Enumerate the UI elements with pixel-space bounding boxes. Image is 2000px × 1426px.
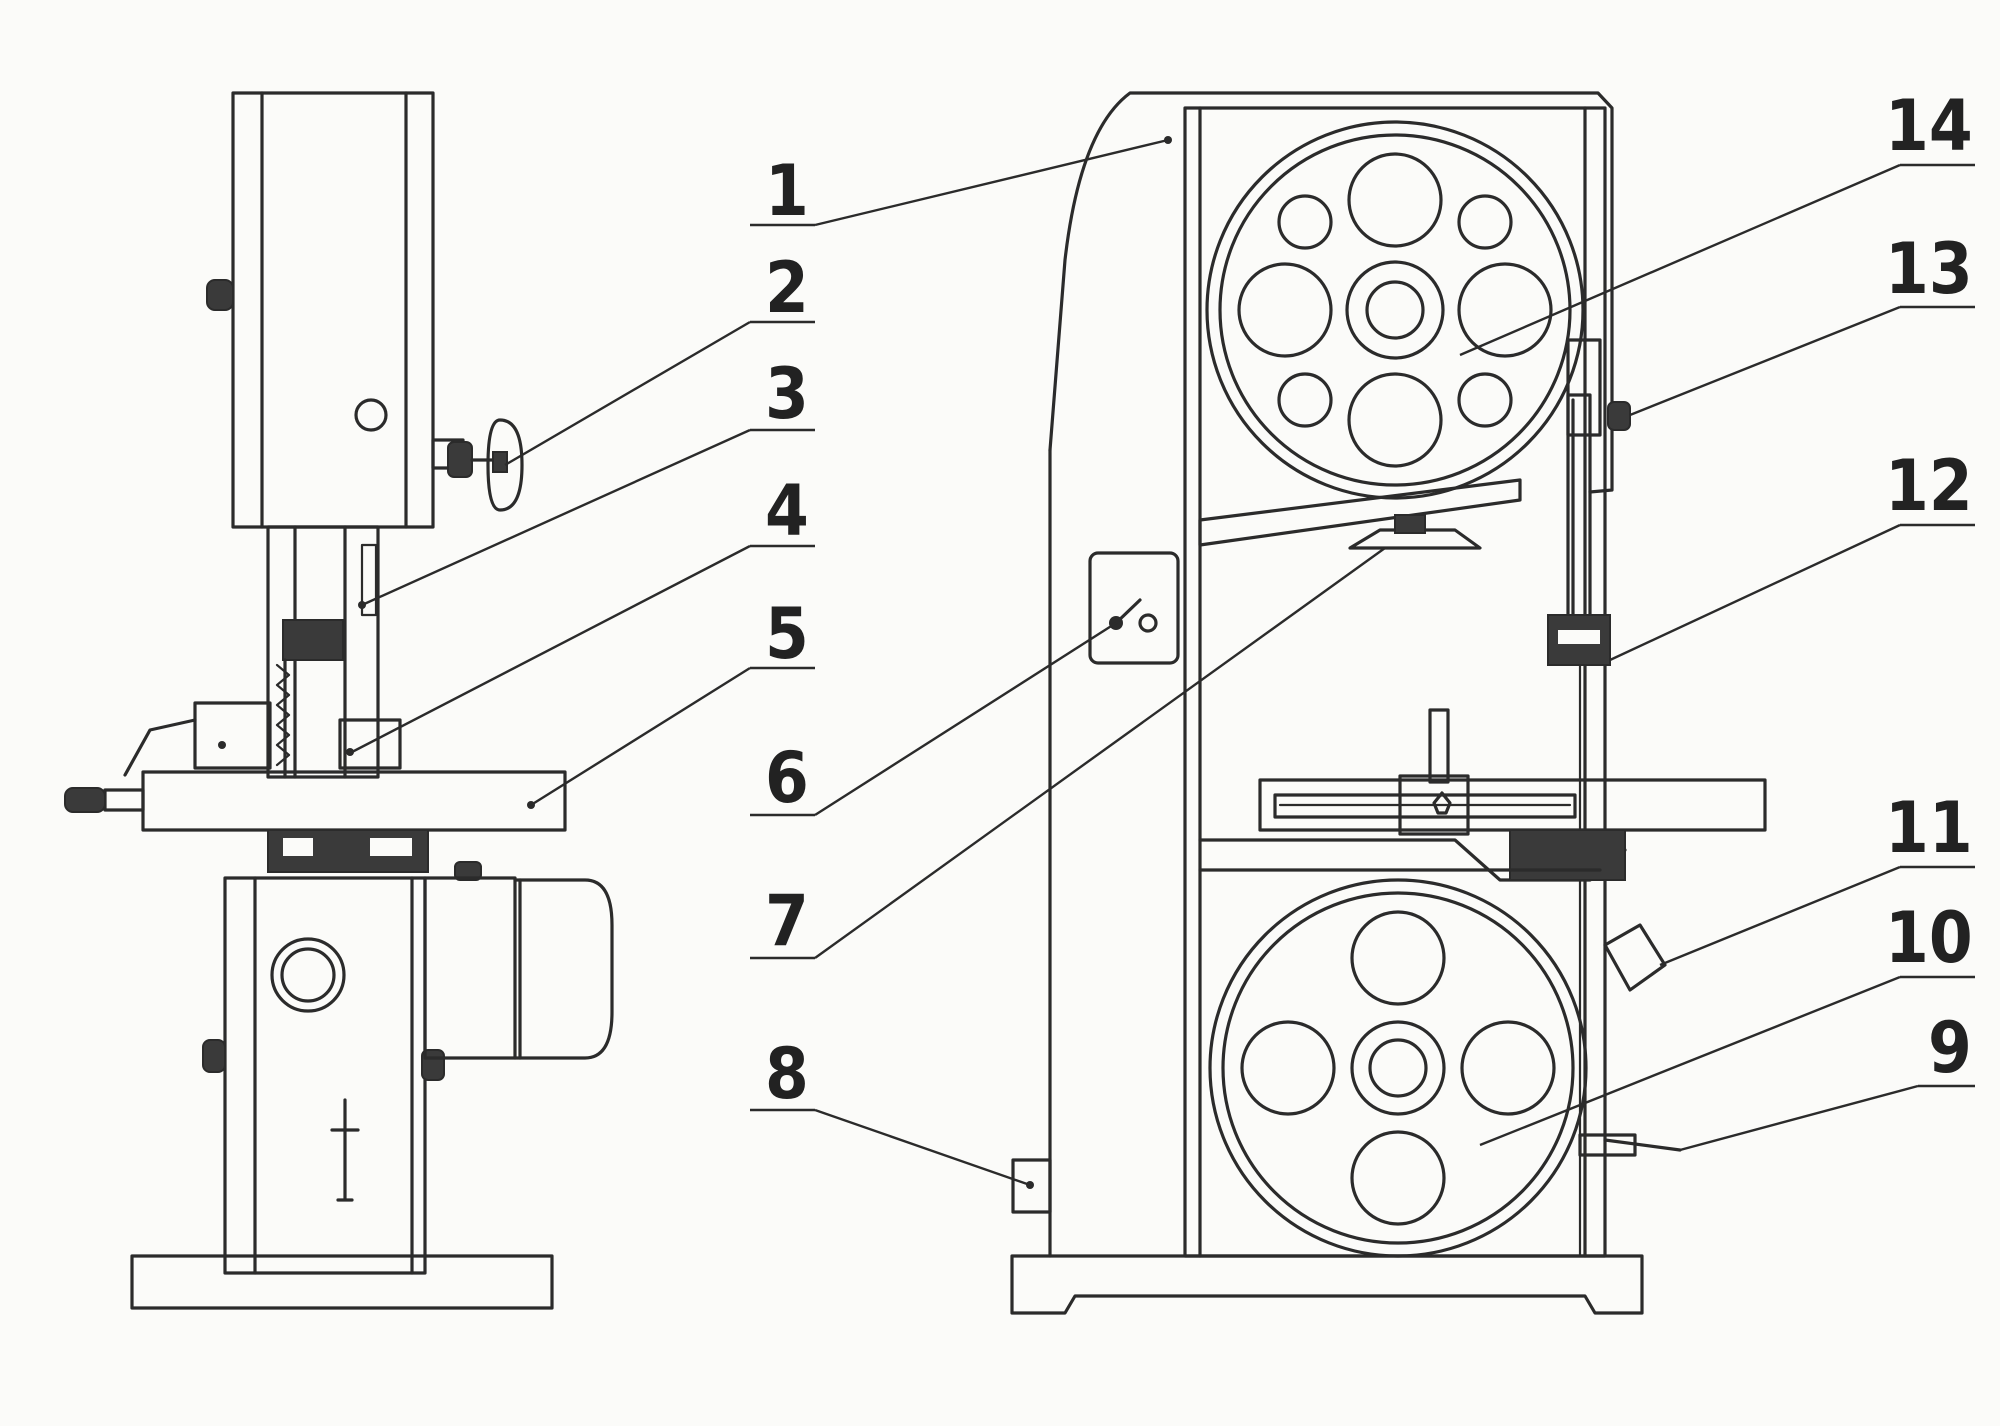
lower-door-latch [1603,923,1667,992]
work-table-side [141,770,567,832]
column-mark [330,1098,360,1202]
callout-label-8: 8 [765,1033,809,1115]
side-knob-upper [206,279,234,311]
housing-hole [354,398,388,432]
front-view [1010,91,1767,1315]
switch-box [1088,551,1180,665]
frame-outline [1048,91,1614,494]
callout-9: 9 [1679,1007,1975,1152]
callout-label-3: 3 [765,353,809,435]
callout-7: 7 [750,547,1386,962]
callout-label-6: 6 [765,737,809,819]
callout-2: 2 [504,247,815,467]
side-knob-lower [202,1039,226,1073]
callout-3: 3 [358,353,815,609]
fence-lock [1398,774,1470,836]
callout-6: 6 [750,621,1117,819]
upper-blade-guide [1547,393,1611,1258]
base-foot-front [1010,1254,1644,1315]
callout-11: 11 [1659,787,1975,967]
table-block-left [193,701,272,770]
lower-wheel [1208,878,1588,1258]
dust-guard [1348,528,1482,550]
callout-8: 8 [750,1033,1034,1189]
callout-4: 4 [351,470,815,754]
fence-post [1428,708,1450,784]
column-port [270,937,346,1013]
motor [423,876,614,1060]
rating-plate [1011,1158,1052,1214]
callout-5: 5 [530,593,815,807]
callout-label-5: 5 [765,593,809,675]
table-block-right [338,718,402,770]
callout-label-10: 10 [1885,897,1973,979]
callout-label-9: 9 [1928,1007,1972,1089]
callout-12: 12 [1609,445,1975,662]
callout-label-14: 14 [1885,85,1973,167]
callouts: 1 2 3 4 5 6 [351,85,1975,1189]
upper-wheel [1205,120,1585,500]
callout-label-1: 1 [765,150,809,232]
callout-label-11: 11 [1885,787,1973,869]
callout-label-2: 2 [765,247,809,329]
callout-1: 1 [750,136,1172,232]
callout-label-4: 4 [765,470,809,552]
callout-label-12: 12 [1885,445,1973,527]
callout-10: 10 [1479,897,1975,1147]
callout-label-13: 13 [1885,228,1973,310]
base-foot-side [130,1254,554,1310]
tracking-knob [1607,401,1631,431]
callout-label-7: 7 [765,880,809,962]
callout-14: 14 [1459,85,1975,357]
work-table-front [1258,708,1767,836]
table-lock-knob [64,787,106,813]
tension-handwheel [431,418,524,512]
side-view [64,91,614,1310]
callout-13: 13 [1629,228,1975,417]
blade-guide-side [282,619,344,661]
